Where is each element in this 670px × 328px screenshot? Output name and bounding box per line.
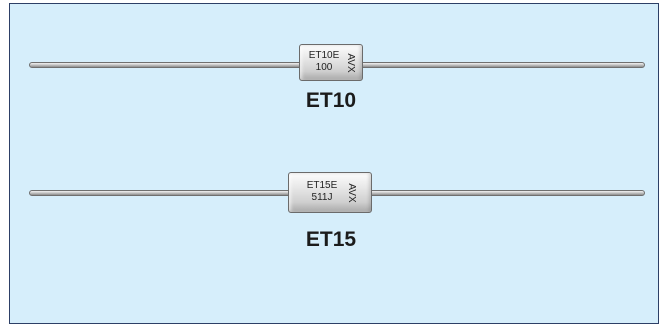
et15-part-label: ET15 [305,228,357,251]
et10-part-label: ET10 [305,89,357,112]
et15-brand-logo: AVX [346,183,357,203]
et15-marking-line1: ET15E [306,180,338,191]
et10-component-body: ET10E 100 AVX [299,44,363,81]
et15-component-body: ET15E 511J AVX [288,172,372,213]
et10-brand-logo: AVX [345,53,356,73]
et10-marking-line1: ET10E [308,50,340,61]
et15-right-lead [369,190,645,196]
et10-left-lead [29,62,302,68]
et15-marking-line2: 511J [311,192,333,203]
diagram-frame: ET10E 100 AVX ET10 ET15E 511J AVX ET15 [9,3,659,324]
et10-right-lead [360,62,645,68]
et15-left-lead [29,190,291,196]
et10-marking-line2: 100 [315,62,333,73]
